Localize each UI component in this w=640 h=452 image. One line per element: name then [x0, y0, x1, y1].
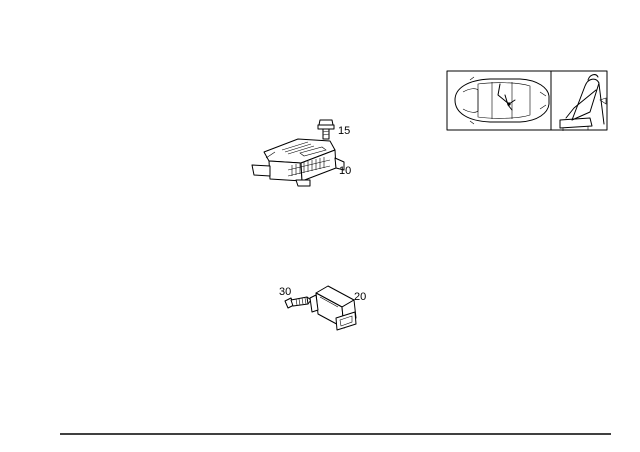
locator-thumbnails	[446, 70, 608, 131]
screw-icon	[284, 296, 312, 309]
seat-belt-icon	[559, 74, 607, 131]
callout-10: 10	[339, 165, 351, 177]
car-top-view-icon	[454, 76, 550, 125]
callout-20: 20	[354, 291, 366, 303]
control-unit-icon	[251, 138, 345, 187]
callout-15: 15	[338, 125, 350, 137]
callout-30: 30	[279, 286, 291, 298]
sensor-icon	[309, 285, 357, 331]
bolt-icon	[317, 119, 335, 140]
